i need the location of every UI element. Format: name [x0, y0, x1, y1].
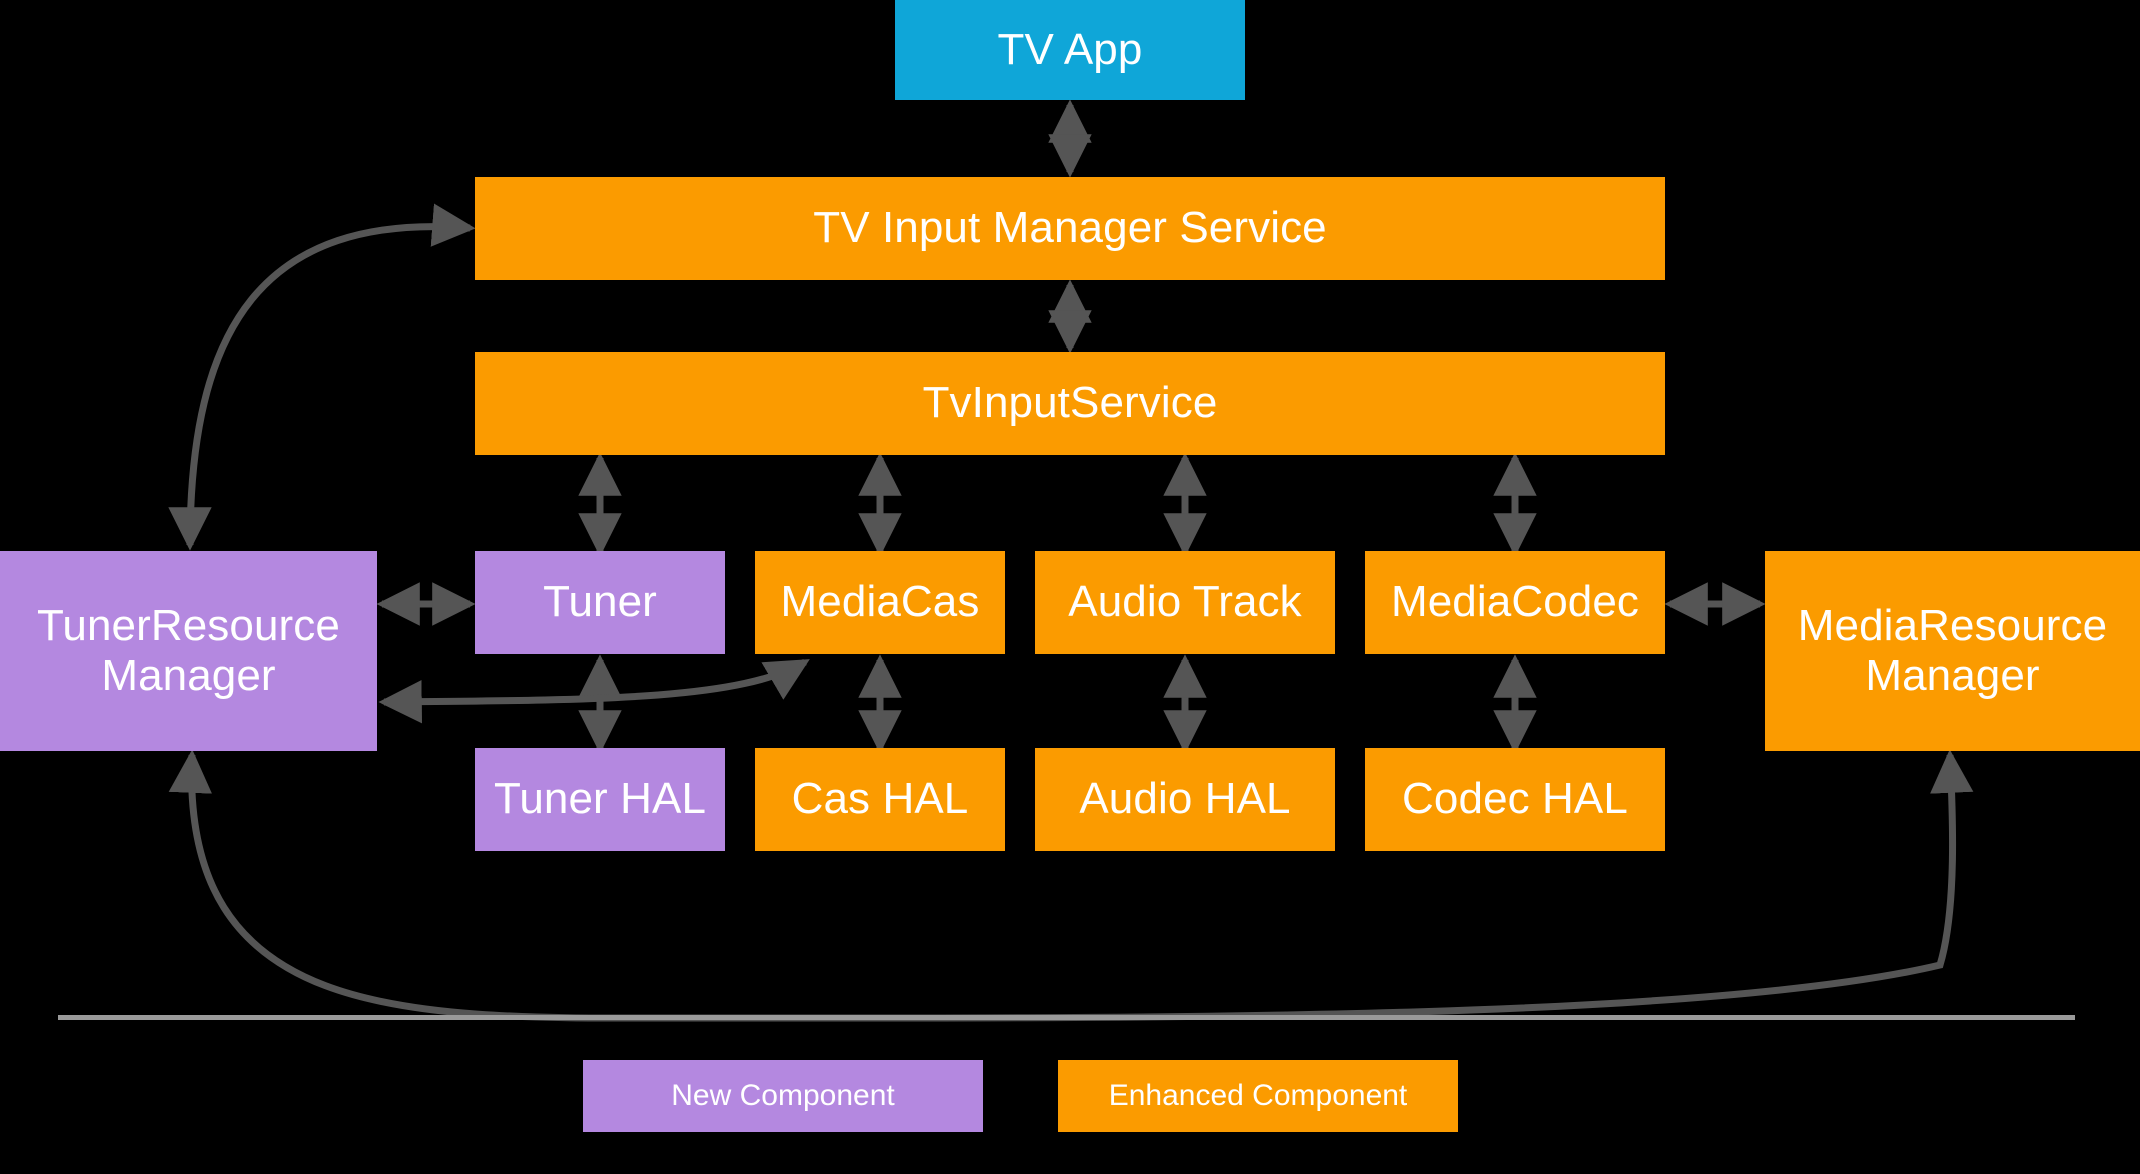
node-tv-app[interactable]: TV App	[895, 0, 1245, 100]
legend-swatch-new-component: New Component	[583, 1060, 983, 1132]
node-codec-hal[interactable]: Codec HAL	[1365, 748, 1665, 851]
node-media-codec[interactable]: MediaCodec	[1365, 551, 1665, 654]
node-audio-track[interactable]: Audio Track	[1035, 551, 1335, 654]
node-tv-input-service[interactable]: TvInputService	[475, 352, 1665, 455]
legend-swatch-enhanced-component: Enhanced Component	[1058, 1060, 1458, 1132]
node-media-cas[interactable]: MediaCas	[755, 551, 1005, 654]
node-tv-input-manager-service[interactable]: TV Input Manager Service	[475, 177, 1665, 280]
node-tuner-hal[interactable]: Tuner HAL	[475, 748, 725, 851]
node-media-resource-manager[interactable]: MediaResource Manager	[1765, 551, 2140, 751]
node-audio-hal[interactable]: Audio HAL	[1035, 748, 1335, 851]
wire-trm-tims-curved	[168, 203, 476, 551]
node-tuner[interactable]: Tuner	[475, 551, 725, 654]
node-tuner-resource-manager[interactable]: TunerResource Manager	[0, 551, 377, 751]
node-cas-hal[interactable]: Cas HAL	[755, 748, 1005, 851]
wire-trm-mediacas-curved	[378, 658, 810, 724]
legend-divider	[58, 1015, 2075, 1020]
